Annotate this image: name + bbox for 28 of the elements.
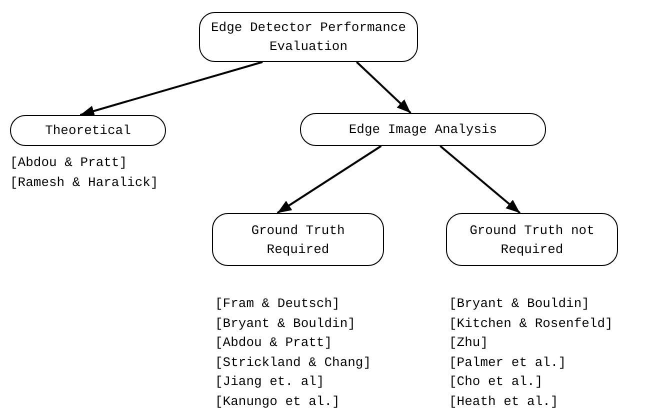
reference-citation: [Abdou & Pratt] bbox=[10, 154, 128, 172]
rounded-box bbox=[212, 213, 384, 266]
reference-citation: [Strickland & Chang] bbox=[215, 354, 372, 372]
reference-citation: [Jiang et. al] bbox=[215, 373, 324, 392]
arrow bbox=[80, 61, 263, 116]
reference-citation: [Fram & Deutsch] bbox=[215, 295, 340, 313]
reference-citation: [Cho et al.] bbox=[449, 373, 543, 392]
reference-citation: [Palmer et al.] bbox=[449, 354, 566, 372]
reference-citation: [Ramesh & Haralick] bbox=[10, 174, 158, 192]
rounded-box bbox=[199, 12, 418, 62]
node-label: Theoretical bbox=[44, 122, 132, 140]
rounded-box bbox=[10, 115, 166, 146]
node-label: Edge Detector Performance Evaluation bbox=[210, 19, 408, 56]
reference-citation: [Bryant & Bouldin] bbox=[449, 295, 590, 313]
arrow bbox=[276, 145, 382, 214]
node-label: Ground Truth Required bbox=[250, 222, 346, 258]
rounded-box bbox=[446, 213, 618, 266]
reference-citation: [Kitchen & Rosenfeld] bbox=[449, 314, 613, 333]
node-label: Edge Image Analysis bbox=[348, 121, 498, 139]
reference-citation: [Bryant & Bouldin] bbox=[215, 314, 356, 333]
arrow bbox=[356, 61, 412, 114]
reference-citation: [Kanungo et al.] bbox=[215, 392, 340, 411]
arrow bbox=[440, 145, 521, 214]
reference-citation: [Abdou & Pratt] bbox=[215, 334, 332, 352]
node-label: Ground Truth not Required bbox=[468, 222, 596, 258]
rounded-box bbox=[300, 113, 546, 146]
reference-citation: [Heath et al.] bbox=[449, 392, 558, 411]
reference-citation: [Zhu] bbox=[449, 334, 488, 352]
